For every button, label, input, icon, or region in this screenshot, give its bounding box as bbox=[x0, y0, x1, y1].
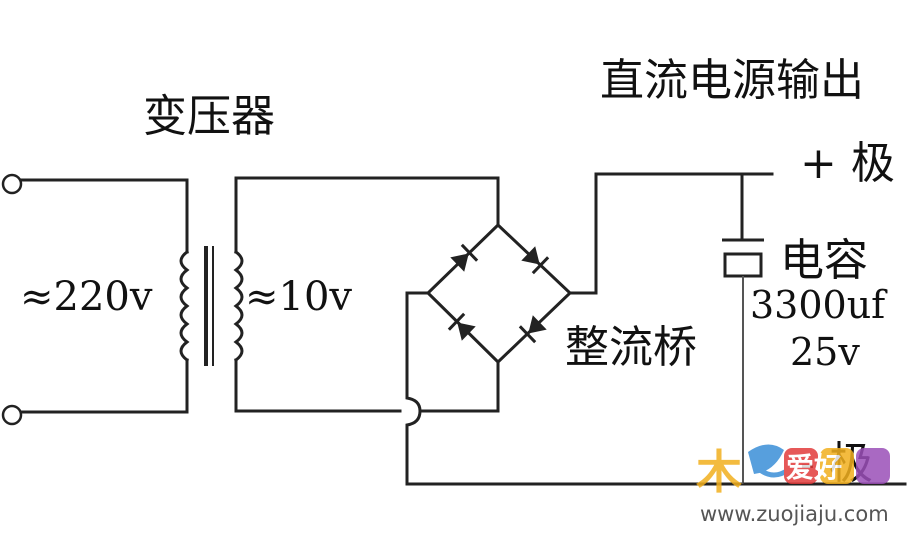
watermark-logo: 木 爱好 bbox=[696, 444, 890, 499]
positive-terminal-label: + 极 bbox=[800, 138, 895, 189]
primary-wire-top bbox=[19, 178, 189, 254]
secondary-wire-top bbox=[234, 176, 500, 254]
input-terminal-bottom bbox=[1, 404, 23, 426]
secondary-wire-bottom-a bbox=[234, 358, 402, 413]
secondary-coil bbox=[233, 249, 244, 363]
secondary-wire-bottom-b bbox=[418, 360, 500, 413]
primary-wire-bottom bbox=[19, 358, 189, 414]
input-terminal-top bbox=[1, 173, 23, 195]
electrolytic-capacitor bbox=[722, 172, 764, 484]
positive-output-wire bbox=[568, 172, 774, 295]
diode-lower-right bbox=[518, 315, 547, 344]
svg-text:木: 木 bbox=[696, 445, 742, 499]
watermark-logo-text: 爱好 bbox=[786, 451, 842, 484]
watermark: 木 爱好 www.zuojiaju.com bbox=[696, 444, 890, 526]
capacitance-label: 3300uf bbox=[750, 283, 888, 327]
bridge-label: 整流桥 bbox=[565, 322, 697, 373]
diode-upper-right bbox=[521, 246, 550, 275]
primary-coil bbox=[179, 249, 190, 363]
input-voltage-label: ≈220v bbox=[20, 274, 153, 320]
output-title: 直流电源输出 bbox=[600, 55, 864, 106]
capacitor-voltage-label: 25v bbox=[790, 330, 860, 374]
watermark-url: www.zuojiaju.com bbox=[700, 502, 889, 526]
secondary-voltage-label: ≈10v bbox=[245, 274, 352, 320]
negative-return-wire bbox=[405, 291, 747, 486]
diode-lower-left bbox=[447, 312, 476, 341]
capacitor-label: 电容 bbox=[780, 235, 868, 286]
diode-upper-left bbox=[450, 243, 479, 272]
bridge-rectifier bbox=[425, 222, 573, 365]
transformer-label: 变压器 bbox=[143, 91, 275, 142]
